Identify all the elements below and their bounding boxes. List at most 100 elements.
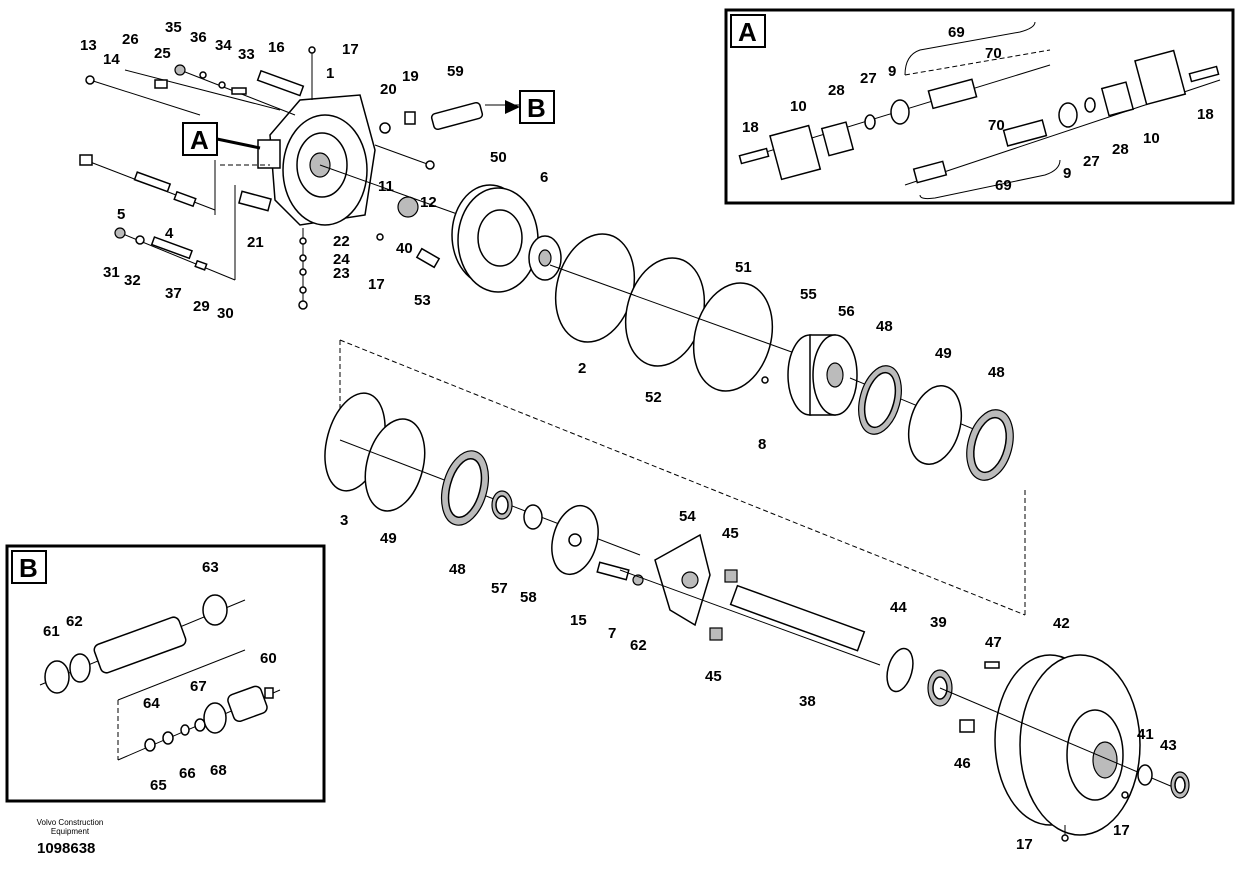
part-label: 17 [1113,822,1130,839]
inset-a-parts [738,21,1221,200]
part-label: 46 [954,755,971,772]
part-label: 9 [1063,165,1071,182]
cylinder-block-55 [761,334,1001,441]
bolts-17-lower [1061,791,1129,842]
part-label: 12 [420,194,437,211]
callout-b [505,90,555,124]
housing-right-parts [374,111,441,269]
disc-48 [440,450,490,526]
plate-50 [451,184,539,293]
part-label: 23 [333,265,350,282]
part-label: 13 [80,37,97,54]
motor-housing [257,94,376,226]
part-label: 68 [210,762,227,779]
part-label: 5 [117,206,125,223]
part-label: 49 [935,345,952,362]
part-label: 70 [985,45,1002,62]
ring-41-43 [1137,764,1190,799]
part-label: 53 [414,292,431,309]
part-label: 8 [758,436,766,453]
brand-name: Volvo Construction Equipment [20,818,120,836]
part-label: 50 [490,149,507,166]
part-label: 62 [66,613,83,630]
part-label: 25 [154,45,171,62]
part-label: 51 [735,259,752,276]
part-label: 45 [722,525,739,542]
left-spool-parts [79,154,272,281]
housing-lead-lines [220,164,461,216]
part-label: 31 [103,264,120,281]
part-label: 36 [190,29,207,46]
shaft-38 [619,569,881,666]
plug-46 [959,719,975,733]
part-label: 30 [217,305,234,322]
part-label: 28 [828,82,845,99]
part-label: 26 [122,31,139,48]
hub-42 [939,654,1181,836]
part-label: 48 [876,318,893,335]
part-label: 18 [1197,106,1214,123]
part-label: 1 [326,65,334,82]
part-label: 69 [995,177,1012,194]
part-label: 62 [630,637,647,654]
part-label: 4 [165,225,174,242]
part-label: 52 [645,389,662,406]
part-label: 45 [705,668,722,685]
part-label: 27 [1083,153,1100,170]
part-label: 70 [988,117,1005,134]
callout-a-letter: A [190,125,209,155]
disc-6 [528,235,562,281]
inset-b-parts [39,594,281,761]
o-rings [549,233,801,392]
drawing-number: 1098638 [37,840,96,857]
part-label: 2 [578,360,586,377]
part-label: 9 [888,63,896,80]
part-label: 60 [260,650,277,667]
part-label: 17 [1016,836,1033,853]
callout-b-letter: B [527,93,546,123]
part-label: 33 [238,46,255,63]
part-label: 66 [179,765,196,782]
pin-47 [984,661,1000,669]
part-label: 32 [124,272,141,289]
part-label: 24 [333,251,350,268]
part-label: 39 [930,614,947,631]
part-label: 47 [985,634,1002,651]
part-label: 37 [165,285,182,302]
part-label: 61 [43,623,60,640]
piston-7-and-62 [596,561,644,586]
part-label: 54 [679,508,696,525]
part-label: 7 [608,625,616,642]
plate-15 [551,504,599,576]
part-label: 15 [570,612,587,629]
upper-left-fasteners [85,46,316,116]
part-label: 28 [1112,141,1129,158]
part-label: 10 [1143,130,1160,147]
part-label: 49 [380,530,397,547]
part-label: 19 [402,68,419,85]
part-label: 18 [742,119,759,136]
ring-57 [491,490,513,520]
bushing-58 [523,504,543,530]
part-label: 6 [540,169,548,186]
part-label: 41 [1137,726,1154,743]
inset-b [5,544,326,803]
part-label: 69 [948,24,965,41]
part-label: 58 [520,589,537,606]
part-label: 17 [368,276,385,293]
part-label: 48 [449,561,466,578]
part-label: 40 [396,240,413,257]
part-label: 17 [342,41,359,58]
part-label: 57 [491,580,508,597]
brand-line2: Equipment [50,827,90,836]
part-label: 44 [890,599,907,616]
part-label: 42 [1053,615,1070,632]
part-label: 48 [988,364,1005,381]
part-label: 22 [333,233,350,250]
part-label: 11 [378,178,394,195]
part-label: 29 [193,298,210,315]
part-label: 59 [447,63,464,80]
